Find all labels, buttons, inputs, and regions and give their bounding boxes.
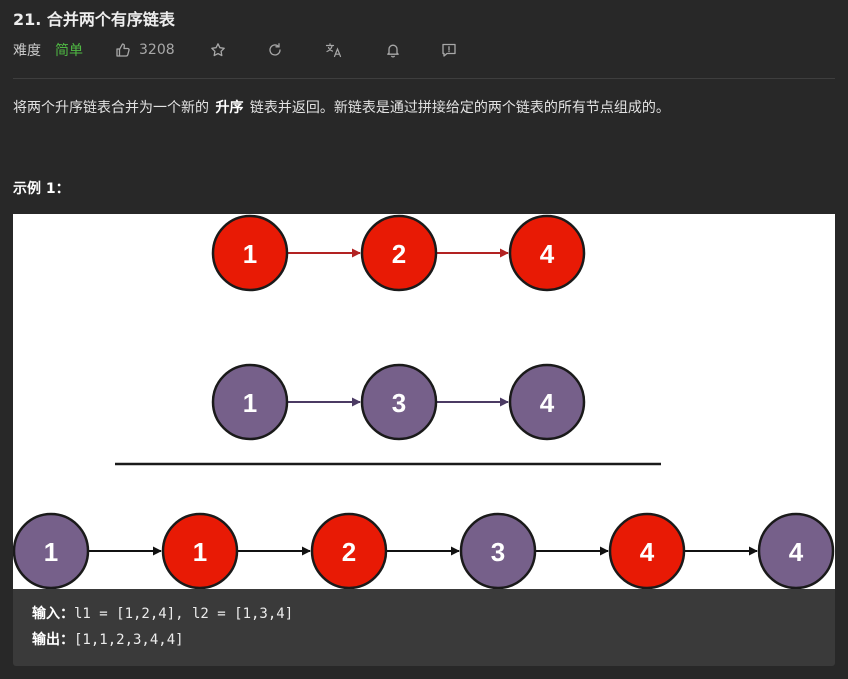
favorite-button[interactable] [210, 42, 226, 58]
merged-node-1 [13, 512, 90, 589]
list1-node-label-1: 1 [243, 239, 257, 269]
header-divider [13, 78, 835, 79]
linked-list-merge-diagram: 1 2 4 1 3 4 1 1 2 3 4 4 [13, 214, 835, 589]
list1-group: 1 2 4 [211, 214, 586, 292]
list2-node-1 [211, 363, 289, 441]
feedback-button[interactable] [441, 42, 457, 58]
description-text-end: 链表并返回。新链表是通过拼接给定的两个链表的所有节点组成的。 [249, 100, 670, 116]
example-title: 示例 1： [13, 181, 70, 197]
list1-node-label-2: 2 [392, 239, 406, 269]
translate-icon [325, 42, 343, 58]
merged-node-label-3: 2 [342, 537, 356, 567]
list1-node-2 [360, 214, 438, 292]
merged-node-label-1: 1 [44, 537, 58, 567]
list2-node-2 [360, 363, 438, 441]
merged-node-label-2: 1 [193, 537, 207, 567]
example-input-line: 输入：l1 = [1,2,4], l2 = [1,3,4] [32, 601, 835, 627]
input-label: 输入： [32, 606, 74, 622]
like-count: 3208 [139, 42, 175, 58]
merged-node-4 [459, 512, 537, 589]
list2-node-3 [508, 363, 586, 441]
input-value: l1 = [1,2,4], l2 = [1,3,4] [74, 606, 294, 622]
example-io-block: 输入：l1 = [1,2,4], l2 = [1,3,4] 输出：[1,1,2,… [13, 589, 835, 666]
description-emphasis: 升序 [215, 100, 244, 116]
problem-title: 21. 合并两个有序链表 [13, 10, 175, 29]
merged-node-2 [161, 512, 239, 589]
merged-list-group: 1 1 2 3 4 4 [13, 512, 835, 589]
merged-node-label-5: 4 [640, 537, 655, 567]
list1-node-label-3: 4 [540, 239, 555, 269]
list2-node-label-1: 1 [243, 388, 257, 418]
reset-button[interactable] [267, 42, 283, 58]
difficulty-label: 难度 [13, 43, 41, 59]
merged-node-label-6: 4 [789, 537, 804, 567]
problem-description: 将两个升序链表合并为一个新的 升序 链表并返回。新链表是通过拼接给定的两个链表的… [13, 97, 670, 117]
output-value: [1,1,2,3,4,4] [74, 632, 184, 648]
merged-node-label-4: 3 [491, 537, 505, 567]
like-button[interactable] [115, 42, 131, 58]
list2-node-label-2: 3 [392, 388, 406, 418]
notification-button[interactable] [385, 42, 401, 58]
translate-button[interactable] [325, 42, 343, 58]
difficulty-badge: 简单 [55, 43, 83, 59]
merged-node-3 [310, 512, 388, 589]
list1-node-3 [508, 214, 586, 292]
example-output-line: 输出：[1,1,2,3,4,4] [32, 627, 835, 653]
output-label: 输出： [32, 632, 74, 648]
problem-meta-bar: 难度 简单 3208 [13, 40, 457, 60]
list1-node-1 [211, 214, 289, 292]
example-figure: 1 2 4 1 3 4 1 1 2 3 4 4 [13, 214, 835, 589]
thumbs-up-icon [115, 42, 131, 58]
list2-group: 1 3 4 [211, 363, 586, 441]
refresh-icon [267, 42, 283, 58]
merged-node-5 [608, 512, 686, 589]
description-text-start: 将两个升序链表合并为一个新的 [13, 100, 209, 116]
list2-node-label-3: 4 [540, 388, 555, 418]
bell-icon [385, 42, 401, 58]
merged-node-6 [757, 512, 835, 589]
feedback-icon [441, 42, 457, 58]
star-icon [210, 42, 226, 58]
